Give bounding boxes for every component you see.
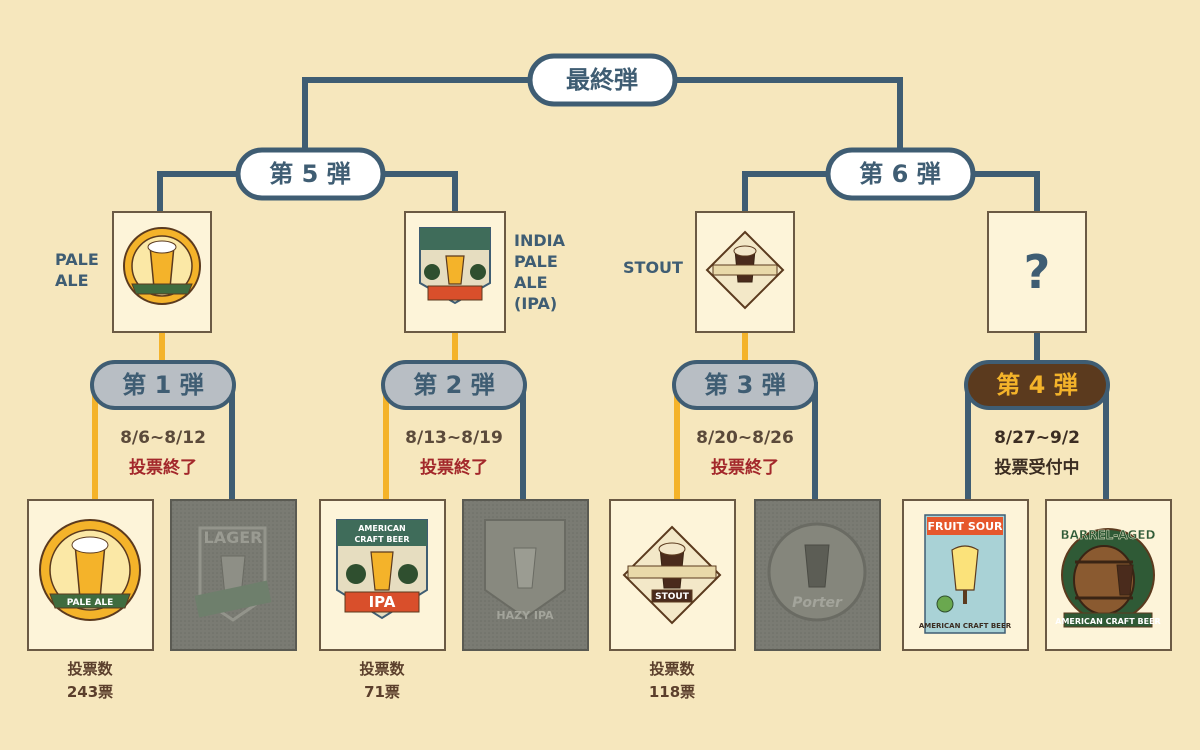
round-4-status: 投票受付中 <box>995 457 1080 478</box>
round-pill-4: 第 4 弾 <box>964 360 1110 410</box>
beer-card-ipa[interactable]: AMERICAN CRAFT BEER IPA <box>319 499 446 651</box>
beer-card-stout[interactable]: STOUT <box>609 499 736 651</box>
beer-card-hazy-ipa[interactable]: HAZY IPA <box>462 499 589 651</box>
svg-text:STOUT: STOUT <box>655 592 690 602</box>
svg-text:投票数: 投票数 <box>67 660 113 678</box>
round-2-date: 8/13~8/19 <box>405 428 503 448</box>
round-1-date: 8/6~8/12 <box>120 428 206 448</box>
winner-card-round-4[interactable]: ? <box>987 211 1087 333</box>
svg-text:PALE ALE: PALE ALE <box>67 598 114 608</box>
svg-text:AMERICAN CRAFT BEER: AMERICAN CRAFT BEER <box>919 622 1012 630</box>
round-2-status: 投票終了 <box>420 457 488 478</box>
votes-round-2: 投票数 71票 <box>359 660 405 701</box>
svg-text:第 4 弾: 第 4 弾 <box>996 371 1077 399</box>
round-3-date: 8/20~8/26 <box>696 428 794 448</box>
round-1-status: 投票終了 <box>129 457 197 478</box>
svg-text:71票: 71票 <box>364 683 400 701</box>
svg-text:第 3 弾: 第 3 弾 <box>704 371 785 399</box>
svg-text:(IPA): (IPA) <box>514 294 557 313</box>
round-3-info: 8/20~8/26 投票終了 <box>696 428 794 478</box>
svg-text:FRUIT SOUR: FRUIT SOUR <box>927 520 1003 533</box>
beer-card-barrel-aged[interactable]: BARREL-AGED AMERICAN CRAFT BEER <box>1045 499 1172 651</box>
svg-text:ALE: ALE <box>514 273 548 292</box>
svg-text:HAZY IPA: HAZY IPA <box>496 609 554 622</box>
votes-round-1: 投票数 243票 <box>67 660 114 701</box>
svg-text:PALE: PALE <box>55 250 99 269</box>
round-2-info: 8/13~8/19 投票終了 <box>405 428 503 478</box>
final-pill: 最終弾 <box>527 53 678 107</box>
winner-label-round-2: INDIA PALE ALE (IPA) <box>514 231 566 313</box>
svg-text:CRAFT BEER: CRAFT BEER <box>354 535 409 544</box>
beer-card-porter[interactable]: Porter <box>754 499 881 651</box>
semi-5-label: 第 5 弾 <box>269 160 350 188</box>
svg-text:投票数: 投票数 <box>649 660 695 678</box>
round-4-date: 8/27~9/2 <box>994 428 1080 448</box>
svg-text:LAGER: LAGER <box>204 528 263 547</box>
winner-label-round-3: STOUT <box>623 258 683 277</box>
round-pill-1: 第 1 弾 <box>90 360 236 410</box>
svg-text:AMERICAN CRAFT BEER: AMERICAN CRAFT BEER <box>1055 617 1160 626</box>
svg-text:第 1 弾: 第 1 弾 <box>122 371 203 399</box>
round-4-info: 8/27~9/2 投票受付中 <box>994 428 1080 478</box>
winner-label-round-1: PALE ALE <box>55 250 99 290</box>
semi-6-label: 第 6 弾 <box>859 160 940 188</box>
semi-pill-6: 第 6 弾 <box>825 147 976 201</box>
round-pill-3: 第 3 弾 <box>672 360 818 410</box>
svg-text:INDIA: INDIA <box>514 231 566 250</box>
final-label: 最終弾 <box>566 66 638 94</box>
round-1-info: 8/6~8/12 投票終了 <box>120 428 206 478</box>
undecided-question-mark: ? <box>1024 245 1051 299</box>
semi-pill-5: 第 5 弾 <box>235 147 386 201</box>
svg-text:IPA: IPA <box>369 593 396 611</box>
svg-text:243票: 243票 <box>67 683 113 701</box>
round-3-status: 投票終了 <box>711 457 779 478</box>
svg-text:STOUT: STOUT <box>623 258 683 277</box>
votes-round-3: 投票数 118票 <box>649 660 696 701</box>
beer-card-fruit-sour[interactable]: FRUIT SOUR AMERICAN CRAFT BEER <box>902 499 1029 651</box>
svg-text:ALE: ALE <box>55 271 89 290</box>
winner-card-round-1[interactable] <box>112 211 212 333</box>
svg-text:第 2 弾: 第 2 弾 <box>413 371 494 399</box>
beer-card-pale-ale[interactable]: PALE ALE <box>27 499 154 651</box>
bracket-lines <box>92 77 1109 503</box>
svg-text:PALE: PALE <box>514 252 558 271</box>
svg-text:投票数: 投票数 <box>359 660 405 678</box>
round-pill-2: 第 2 弾 <box>381 360 527 410</box>
svg-text:Porter: Porter <box>792 595 843 611</box>
svg-text:AMERICAN: AMERICAN <box>358 524 406 533</box>
svg-text:BARREL-AGED: BARREL-AGED <box>1060 528 1155 542</box>
beer-card-lager[interactable]: LAGER <box>170 499 297 651</box>
winner-card-round-3[interactable] <box>695 211 795 333</box>
svg-text:118票: 118票 <box>649 683 695 701</box>
winner-card-round-2[interactable] <box>404 211 506 333</box>
